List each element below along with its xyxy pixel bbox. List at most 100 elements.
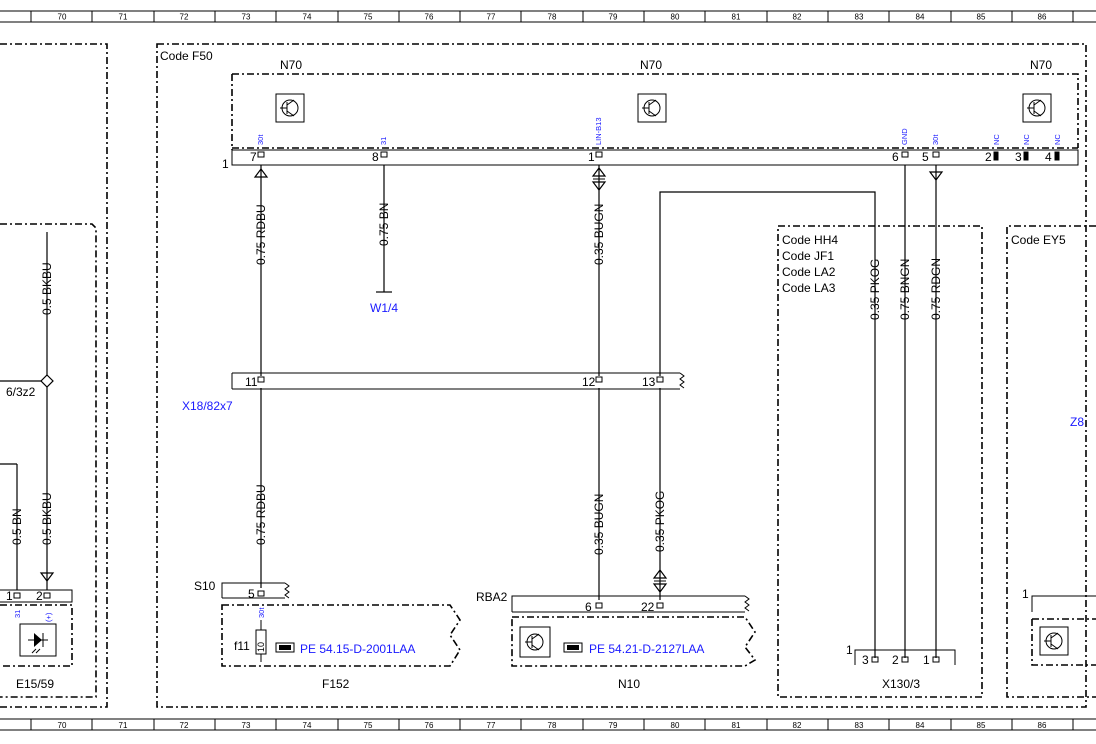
pe-ref-n10[interactable]: PE 54.21-D-2127LAA (589, 642, 704, 656)
transistor-icon-ey5 (1039, 626, 1069, 656)
x18-pin-13: 13 (642, 375, 656, 389)
wire-label-bn-left: 0.5 BN (10, 508, 24, 545)
ruler-column-73: 73 (242, 13, 251, 22)
n70-pin-7: 7 (250, 150, 257, 164)
signal-nc-2: NC (1022, 134, 1031, 145)
left-partial-label: 6/3z2 (6, 385, 36, 399)
wire-label-bkbu-top: 0.5 BKBU (40, 262, 54, 315)
signal-lin-b13: LIN-B13 (594, 117, 603, 145)
f11-label: f11 (234, 639, 250, 653)
transistor-icon-n10 (519, 626, 551, 658)
x130-pin-2: 2 (892, 653, 899, 667)
e15-59-label: E15/59 (16, 677, 54, 691)
rba2-label: RBA2 (476, 590, 508, 604)
e15-pin-1: 1 (6, 589, 13, 603)
ruler-column-83: 83 (855, 721, 864, 730)
ruler-column-74: 74 (303, 721, 312, 730)
ruler-column-82: 82 (793, 721, 802, 730)
led-diode-icon (19, 623, 57, 657)
wire-label-bugn-top: 0.35 BUGN (592, 204, 606, 265)
ruler-column-75: 75 (364, 721, 373, 730)
n70-label-mid: N70 (640, 58, 662, 72)
ey5-row-number: 1 (1022, 587, 1029, 601)
ruler-column-70: 70 (58, 13, 67, 22)
transistor-icon-left (275, 93, 305, 123)
ruler-column-81: 81 (732, 721, 741, 730)
transistor-icon-right (1022, 93, 1052, 123)
x18-pin-12: 12 (582, 375, 596, 389)
ruler-column-72: 72 (180, 721, 189, 730)
transistor-icon-mid (637, 93, 667, 123)
signal-30t-b: 30t (931, 134, 940, 145)
wire-label-rdgn: 0.75 RDGN (929, 258, 943, 320)
ruler-column-86: 86 (1038, 13, 1047, 22)
rba2-connector (511, 595, 750, 613)
ruler-column-81: 81 (732, 13, 741, 22)
x130-3-label: X130/3 (882, 677, 920, 691)
ruler-column-78: 78 (548, 13, 557, 22)
ruler-column-82: 82 (793, 13, 802, 22)
x130-row-number: 1 (846, 643, 853, 657)
ruler-column-84: 84 (916, 13, 925, 22)
x130-pin-1: 1 (923, 653, 930, 667)
z8-label: Z8 (1070, 415, 1084, 429)
x18-label: X18/82x7 (182, 399, 233, 413)
signal-31: 31 (379, 137, 388, 145)
n70-pin-8: 8 (372, 150, 379, 164)
e15-signal-31: 31 (13, 610, 22, 618)
wire-label-pkog-bot: 0.35 PKOG (653, 491, 667, 552)
rba2-pin-22: 22 (641, 600, 655, 614)
ruler-column-80: 80 (671, 13, 680, 22)
ruler-column-75: 75 (364, 13, 373, 22)
wire-paths (0, 165, 937, 658)
ruler-column-76: 76 (425, 721, 434, 730)
wire-label-bn: 0.75 BN (377, 203, 391, 246)
n70-pin-5: 5 (922, 150, 929, 164)
fuse-icon (255, 620, 267, 662)
n70-pin-4: 4 (1045, 150, 1052, 164)
ruler-column-83: 83 (855, 13, 864, 22)
code-ey5-label: Code EY5 (1011, 233, 1066, 247)
n70-label-left: N70 (280, 58, 302, 72)
code-hh4-line-2: Code JF1 (782, 249, 834, 263)
ruler-column-70: 70 (58, 721, 67, 730)
code-hh4-frame (777, 225, 983, 698)
ruler-column-80: 80 (671, 721, 680, 730)
code-f50-frame (156, 43, 1087, 708)
e15-connector (0, 589, 73, 603)
wire-label-bugn-bot: 0.35 BUGN (592, 494, 606, 555)
x18-pin-11: 11 (245, 375, 258, 389)
rba2-pin-6: 6 (585, 600, 592, 614)
code-hh4-line-4: Code LA3 (782, 281, 836, 295)
n70-pin-1: 1 (588, 150, 595, 164)
ruler-column-73: 73 (242, 721, 251, 730)
e15-pin-2: 2 (36, 589, 43, 603)
code-hh4-line-1: Code HH4 (782, 233, 838, 247)
wire-label-bkbu-bot: 0.5 BKBU (40, 492, 54, 545)
signal-gnd: GND (900, 128, 909, 145)
ruler-column-74: 74 (303, 13, 312, 22)
signal-nc-3: NC (1053, 134, 1062, 145)
n70-pin-6: 6 (892, 150, 899, 164)
code-ey5-frame (1006, 225, 1096, 698)
s10-connector (221, 582, 290, 599)
e15-frame (0, 604, 73, 667)
f152-label: F152 (322, 677, 350, 691)
wire-label-rdbu-bot: 0.75 RDBU (254, 484, 268, 545)
ruler-column-71: 71 (119, 721, 128, 730)
n70-row-number: 1 (222, 157, 229, 171)
n70-housing (232, 73, 1079, 148)
pointing-hand-icon-n10 (563, 642, 583, 653)
ruler-column-84: 84 (916, 721, 925, 730)
ruler-column-85: 85 (977, 721, 986, 730)
n70-label-right: N70 (1030, 58, 1052, 72)
pe-ref-f152[interactable]: PE 54.15-D-2001LAA (300, 642, 415, 656)
n70-pin-stubs (257, 151, 1060, 161)
pointing-hand-icon-f152 (275, 642, 295, 653)
f11-value: 10 (256, 642, 266, 652)
x18-connector (231, 372, 685, 390)
ruler-column-77: 77 (487, 721, 496, 730)
wire-label-bngn: 0.75 BNGN (898, 259, 912, 320)
